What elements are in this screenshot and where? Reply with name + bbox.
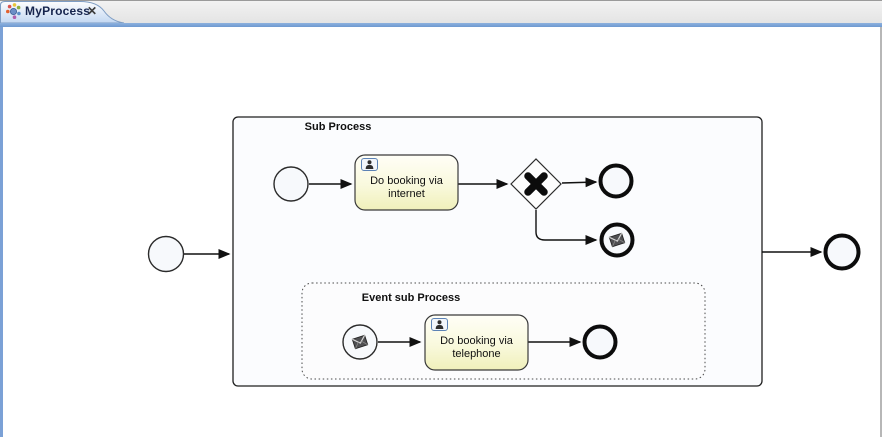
editor-tab-bar (0, 0, 882, 23)
gateway-x-marker (524, 172, 548, 196)
user-task-icon (431, 318, 448, 331)
bpmn-diagram (147, 116, 861, 387)
tab-close-icon[interactable]: ✕ (87, 4, 98, 18)
editor-right-border (880, 27, 882, 437)
event-marker-icon (608, 232, 626, 248)
start-event-subprocess[interactable] (273, 166, 309, 202)
end-event-trigger[interactable] (599, 222, 635, 258)
start-event-event-subprocess[interactable] (342, 324, 378, 360)
end-event-event-subprocess[interactable] (582, 324, 618, 360)
tab-shape (0, 1, 125, 23)
end-event-process[interactable] (823, 233, 861, 271)
tab-title: MyProcess (25, 4, 91, 18)
exclusive-gateway[interactable] (510, 158, 562, 210)
flow-gateway-to-end[interactable] (561, 177, 598, 188)
editor-tab-myprocess[interactable]: MyProcess ✕ (0, 0, 135, 23)
tab-accent-bar (0, 23, 882, 27)
editor-left-border (0, 27, 3, 437)
bpmn-canvas[interactable]: Sub Process Event sub Process Do booking… (0, 27, 882, 437)
end-event-subprocess[interactable] (598, 163, 634, 199)
event-marker-icon (351, 334, 369, 350)
flow-gateway-to-trigger-end[interactable] (535, 210, 598, 245)
user-task-icon (361, 158, 378, 171)
start-event-process[interactable] (147, 235, 185, 273)
task-do-booking-internet[interactable] (354, 154, 459, 211)
bpmn-file-icon (6, 3, 21, 19)
task-do-booking-telephone[interactable] (424, 314, 529, 371)
